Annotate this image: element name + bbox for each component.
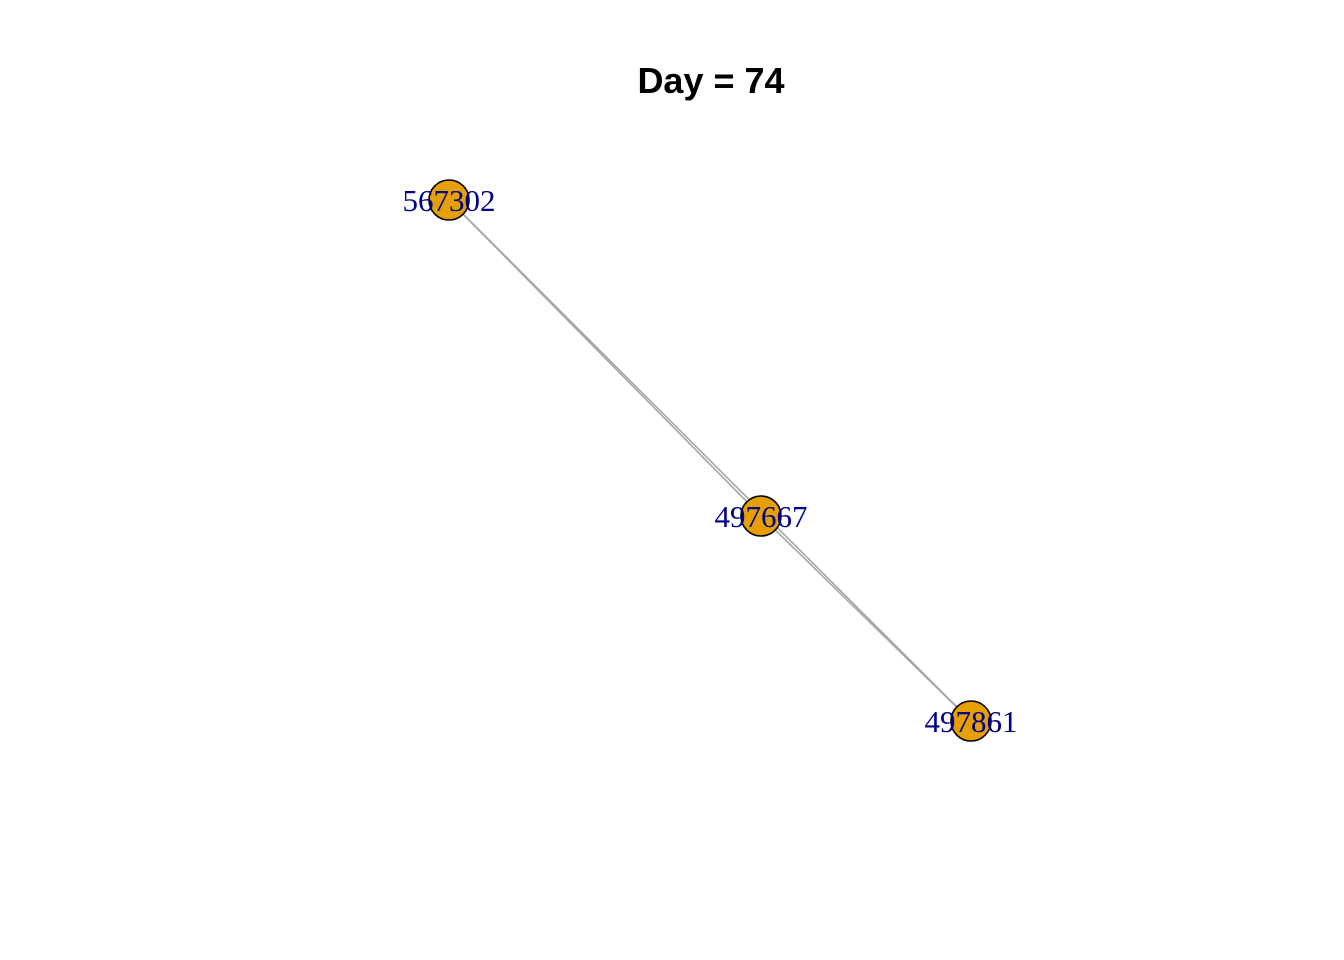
- node-567302: [428, 179, 470, 221]
- node-label-497861: 497861: [925, 704, 1018, 739]
- edges-layer: [448, 199, 972, 722]
- plot-title: Day = 74: [637, 60, 784, 101]
- node-497667: [740, 495, 782, 537]
- edge-567302-497861: [448, 199, 972, 722]
- node-label-497667: 497667: [715, 499, 808, 534]
- labels-layer: 567302 497667 497861: [403, 183, 1018, 739]
- node-497861: [950, 700, 992, 742]
- node-label-567302: 567302: [403, 183, 496, 218]
- nodes-layer: [428, 179, 992, 742]
- edge-497667-497861: [760, 515, 972, 722]
